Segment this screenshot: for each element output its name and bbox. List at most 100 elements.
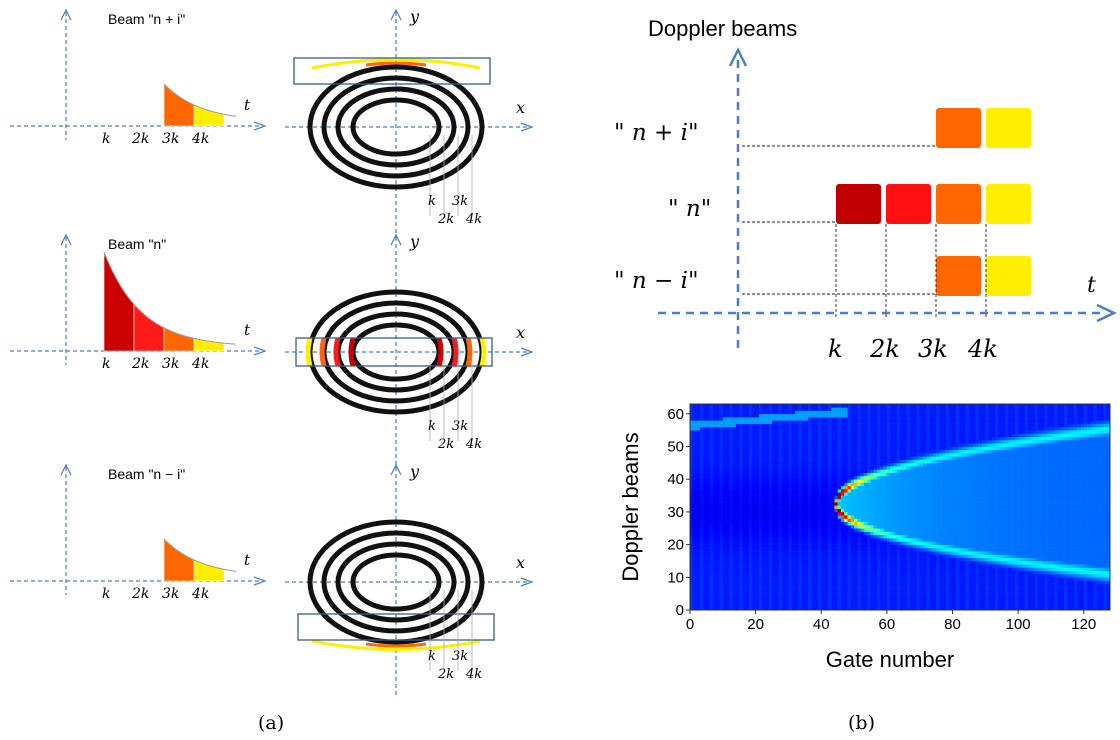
heatmap-cell (690, 587, 694, 591)
heatmap-cell (795, 495, 799, 500)
heatmap-cell (791, 407, 796, 411)
heatmap-cell (932, 502, 937, 506)
heatmap-cell (712, 407, 717, 411)
heatmap-cell (906, 551, 911, 555)
heatmap-cell (798, 541, 802, 545)
heatmap-cell (860, 593, 865, 598)
heatmap-cell (752, 495, 756, 500)
heatmap-cell (804, 446, 809, 451)
heatmap-cell (788, 453, 793, 457)
heatmap-cell (699, 472, 704, 477)
heatmap-cell (788, 407, 793, 411)
heatmap-cell (719, 472, 724, 477)
heatmap-cell (762, 606, 766, 611)
heatmap-cell (726, 541, 730, 545)
heatmap-cell (814, 498, 819, 503)
heatmap-cell (791, 534, 796, 539)
heatmap-cell (896, 417, 901, 421)
heatmap-cell (706, 466, 710, 470)
heatmap-cell (883, 453, 888, 457)
heatmap-cell (690, 524, 694, 529)
heatmap-cell (821, 567, 825, 572)
heatmap-cell (919, 564, 924, 568)
heatmap-cell (844, 515, 848, 519)
heatmap-cell (857, 439, 861, 444)
heatmap-cell (729, 505, 733, 509)
heatmap-cell (772, 554, 776, 558)
heatmap-cell (772, 538, 776, 542)
heatmap-cell (880, 462, 884, 467)
heatmap-cell (699, 466, 704, 470)
heatmap-cell (821, 600, 825, 604)
beam-footprint (293, 57, 491, 85)
heatmap-cell (690, 420, 694, 424)
heatmap-cell (762, 508, 766, 513)
heatmap-cell (909, 511, 914, 516)
heatmap-cell (690, 407, 694, 411)
heatmap-cell (886, 453, 891, 457)
heatmap-cell (827, 462, 832, 467)
heatmap-cell (775, 547, 779, 552)
heatmap-cell (814, 567, 819, 572)
heatmap-cell (699, 462, 704, 467)
heatmap-cell (755, 521, 760, 526)
heatmap-cell (699, 482, 704, 487)
heatmap-cell (877, 404, 881, 408)
heatmap-cell (709, 534, 714, 539)
heatmap-cell (827, 570, 832, 575)
heatmap-cell (798, 492, 802, 496)
heatmap-cell (893, 420, 898, 424)
heatmap-cell (880, 524, 884, 529)
heatmap-cell (926, 580, 930, 585)
heatmap-cell (913, 551, 917, 555)
heatmap-cell (926, 596, 930, 601)
heatmap-cell (735, 417, 740, 421)
heatmap-cell (926, 577, 930, 581)
heatmap-cell (844, 469, 848, 473)
heatmap-cell (729, 495, 733, 500)
heatmap-cell (837, 518, 842, 523)
heatmap-cell (798, 498, 802, 503)
heatmap-cell (804, 410, 809, 415)
heatmap-cell (929, 479, 934, 483)
heatmap-cell (716, 593, 720, 598)
heatmap-cell (913, 560, 917, 565)
heatmap-cell (781, 489, 786, 493)
heatmap-cell (926, 557, 930, 562)
heatmap-cell (936, 564, 940, 568)
heatmap-cell (693, 521, 697, 526)
heatmap-cell (716, 469, 720, 473)
heatmap-cell (939, 511, 943, 516)
heatmap-cell (765, 479, 770, 483)
heatmap-cell (735, 544, 740, 549)
heatmap-cell (922, 485, 927, 490)
heatmap-cell (755, 492, 760, 496)
heatmap-cell (880, 551, 884, 555)
heatmap-cell (890, 557, 894, 562)
heatmap-cell (909, 433, 914, 437)
heatmap-cell (690, 423, 694, 428)
heatmap-cell (699, 511, 704, 516)
heatmap-cell (801, 600, 806, 604)
heatmap-cell (801, 446, 806, 451)
heatmap-cell (788, 603, 793, 608)
range-ring (321, 75, 471, 179)
heatmap-cell (778, 449, 783, 454)
heatmap-cell (719, 456, 724, 460)
heatmap-cell (732, 593, 737, 598)
heatmap-cell (850, 472, 855, 477)
heatmap-cell (798, 564, 802, 568)
heatmap-cell (739, 583, 743, 588)
heatmap-cell (916, 596, 920, 601)
heatmap-cell (867, 472, 871, 477)
heatmap-cell (808, 498, 812, 503)
heatmap-cell (831, 538, 835, 542)
heatmap-cell (775, 489, 779, 493)
heatmap-cell (840, 502, 845, 506)
heatmap-cell (690, 492, 694, 496)
heatmap-cell (854, 472, 858, 477)
heatmap-cell (735, 574, 740, 578)
heatmap-cell (834, 466, 838, 470)
heatmap-cell (732, 446, 737, 451)
heatmap-cell (870, 472, 875, 477)
